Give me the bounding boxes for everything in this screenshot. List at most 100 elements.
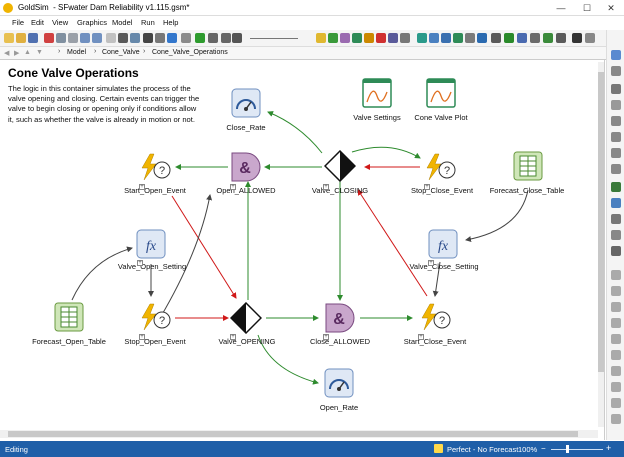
redo-icon[interactable] xyxy=(92,33,102,43)
stop-open-event-node[interactable]: ? xyxy=(138,302,171,331)
menu-run[interactable]: Run xyxy=(141,18,155,27)
line-tool-icon[interactable] xyxy=(611,116,621,126)
open-allowed-node[interactable]: & xyxy=(230,151,261,182)
trigger-icon[interactable] xyxy=(376,33,386,43)
container-icon[interactable] xyxy=(316,33,326,43)
cut-icon[interactable] xyxy=(44,33,54,43)
open-rate-node[interactable] xyxy=(324,368,354,398)
currency-icon[interactable] xyxy=(504,33,514,43)
data-icon[interactable] xyxy=(328,33,338,43)
filter-icon[interactable] xyxy=(143,33,153,43)
pointer-icon[interactable] xyxy=(155,33,165,43)
start-close-event-node[interactable]: ? xyxy=(418,302,451,331)
zoom-out-icon[interactable]: − xyxy=(541,444,546,453)
expand-toggle[interactable]: + xyxy=(230,334,236,340)
size-icon[interactable] xyxy=(611,318,621,328)
dashboard-icon[interactable] xyxy=(517,33,527,43)
forward-arrow-icon[interactable]: ▶ xyxy=(14,50,20,57)
link-icon[interactable] xyxy=(465,33,475,43)
back-arrow-icon[interactable]: ◀ xyxy=(4,50,10,57)
valve-close-setting-node[interactable]: fx xyxy=(428,229,458,259)
report-icon[interactable] xyxy=(530,33,540,43)
new-file-icon[interactable] xyxy=(4,33,14,43)
speed-slider[interactable] xyxy=(250,38,298,39)
discrete-icon[interactable] xyxy=(400,33,410,43)
close-rate-node[interactable] xyxy=(231,88,261,118)
paste-icon[interactable] xyxy=(68,33,78,43)
globe-icon[interactable] xyxy=(611,198,621,208)
grid-icon[interactable] xyxy=(572,33,582,43)
event-icon[interactable] xyxy=(364,33,374,43)
lock-icon[interactable] xyxy=(611,398,621,408)
horizontal-scroll-thumb[interactable] xyxy=(8,431,578,437)
expand-toggle[interactable]: + xyxy=(428,260,434,266)
menu-edit[interactable]: Edit xyxy=(31,18,44,27)
zoom-slider[interactable] xyxy=(551,449,603,450)
start-open-event-node[interactable]: ? xyxy=(138,152,171,181)
expand-toggle[interactable]: + xyxy=(323,334,329,340)
space-icon[interactable] xyxy=(611,334,621,344)
image-tool-icon[interactable] xyxy=(611,182,621,192)
close-allowed-node[interactable]: & xyxy=(324,302,355,333)
text-icon[interactable] xyxy=(118,33,128,43)
copy-icon[interactable] xyxy=(56,33,66,43)
order-icon[interactable] xyxy=(611,286,621,296)
vertical-scroll-thumb[interactable] xyxy=(598,72,604,372)
save-icon[interactable] xyxy=(28,33,38,43)
valve-settings-node[interactable] xyxy=(362,78,392,108)
chart-icon[interactable] xyxy=(429,33,439,43)
polygon-tool-icon[interactable] xyxy=(611,164,621,174)
breadcrumb-cone-valve-operations[interactable]: Cone_Valve_Operations xyxy=(152,49,228,56)
breadcrumb-cone-valve[interactable]: Cone_Valve xyxy=(102,49,140,56)
forecast-open-table-node[interactable] xyxy=(54,302,84,332)
expand-toggle[interactable]: + xyxy=(323,184,329,190)
zoom-in-icon[interactable]: + xyxy=(606,443,612,453)
function-icon[interactable] xyxy=(340,33,350,43)
flip-icon[interactable] xyxy=(611,366,621,376)
valve-open-setting-node[interactable]: fx xyxy=(136,229,166,259)
ellipse-tool-icon[interactable] xyxy=(611,148,621,158)
stop-icon[interactable] xyxy=(208,33,218,43)
stop-close-event-node[interactable]: ? xyxy=(423,152,456,181)
menu-file[interactable]: File xyxy=(12,18,25,27)
format-icon[interactable] xyxy=(611,230,621,240)
rotate-icon[interactable] xyxy=(611,382,621,392)
expand-toggle[interactable]: + xyxy=(139,184,145,190)
menu-model[interactable]: Model xyxy=(112,18,133,27)
step-icon[interactable] xyxy=(221,33,231,43)
help-icon[interactable] xyxy=(167,33,177,43)
horizontal-scrollbar[interactable] xyxy=(0,430,598,438)
export-icon[interactable] xyxy=(543,33,553,43)
history-icon[interactable]: ▼ xyxy=(36,49,43,56)
minimize-button[interactable]: — xyxy=(556,3,566,13)
select-icon[interactable] xyxy=(106,33,116,43)
group-icon[interactable] xyxy=(611,246,621,256)
expand-toggle[interactable]: + xyxy=(418,334,424,340)
undo-icon[interactable] xyxy=(80,33,90,43)
open-folder-icon[interactable] xyxy=(16,33,26,43)
layer-icon[interactable] xyxy=(611,302,621,312)
hand-tool-icon[interactable] xyxy=(611,84,621,94)
up-arrow-icon[interactable]: ▲ xyxy=(24,49,31,56)
center-icon[interactable] xyxy=(611,350,621,360)
forecast-close-table-node[interactable] xyxy=(513,151,543,181)
model-canvas[interactable] xyxy=(0,60,605,440)
stock-icon[interactable] xyxy=(352,33,362,43)
delay-icon[interactable] xyxy=(388,33,398,43)
reset-icon[interactable] xyxy=(232,33,242,43)
valve-opening-node[interactable] xyxy=(229,301,263,335)
spreadsheet-icon[interactable] xyxy=(453,33,463,43)
menu-view[interactable]: View xyxy=(52,18,69,27)
find-icon[interactable] xyxy=(130,33,140,43)
expand-toggle[interactable]: + xyxy=(137,260,143,266)
menu-help[interactable]: Help xyxy=(163,18,179,27)
run-icon[interactable] xyxy=(195,33,205,43)
expand-toggle[interactable]: + xyxy=(424,184,430,190)
step-back-icon[interactable] xyxy=(181,33,191,43)
color-icon[interactable] xyxy=(611,414,621,424)
tag-icon[interactable] xyxy=(477,33,487,43)
expand-icon[interactable] xyxy=(585,33,595,43)
cone-valve-plot-node[interactable] xyxy=(426,78,456,108)
expand-toggle[interactable]: + xyxy=(139,334,145,340)
rect-tool-icon[interactable] xyxy=(611,132,621,142)
